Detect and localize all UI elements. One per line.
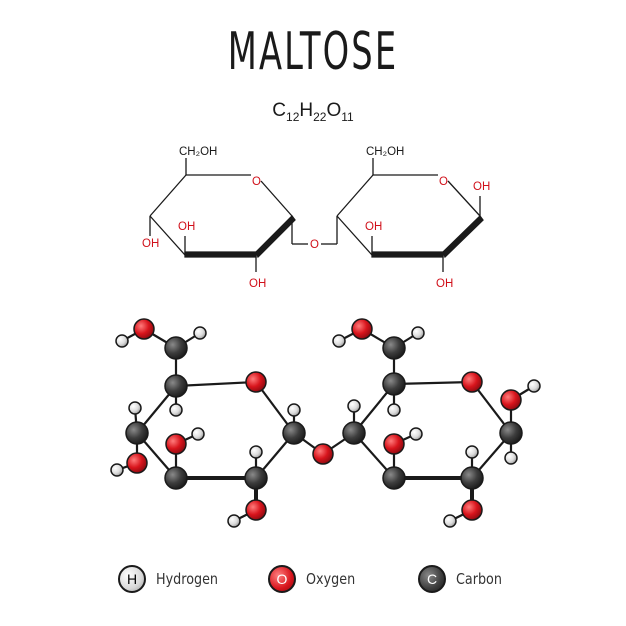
- bold-bond: [442, 215, 484, 259]
- hydrogen-atom: [332, 334, 346, 348]
- carbon-atom: [244, 466, 268, 490]
- oxygen-atom: [351, 318, 373, 340]
- legend-hydrogen: H Hydrogen: [118, 562, 229, 596]
- hydrogen-atom: [411, 326, 425, 340]
- ch2oh-label-right: CH₂OH: [366, 146, 404, 158]
- hydrogen-atom: [249, 445, 263, 459]
- oh-label: OH: [473, 181, 490, 193]
- ring-oxygen-right: O: [439, 176, 448, 188]
- oh-label: OH: [365, 221, 382, 233]
- legend-label-carbon: Carbon: [456, 570, 502, 588]
- carbon-atom: [164, 374, 188, 398]
- oxygen-atom: [461, 499, 483, 521]
- legend-oxygen: O Oxygen: [268, 562, 364, 596]
- hydrogen-atom: [347, 399, 361, 413]
- oh-label: OH: [249, 278, 266, 290]
- formula-h-count: 22: [313, 109, 327, 124]
- oxygen-atom: [461, 371, 483, 393]
- carbon-atom: [460, 466, 484, 490]
- oxygen-atom: [500, 389, 522, 411]
- oh-label: OH: [436, 278, 453, 290]
- bond: [336, 174, 374, 217]
- ch2oh-label-left: CH₂OH: [179, 146, 217, 158]
- bond: [447, 180, 481, 217]
- formula-o: O: [326, 100, 342, 121]
- carbon-atom: [164, 466, 188, 490]
- hydrogen-atom: [504, 451, 518, 465]
- carbon-atom: [499, 421, 523, 445]
- molecule-title: MALTOSE: [227, 22, 399, 82]
- legend-label-oxygen: Oxygen: [306, 570, 356, 588]
- hydrogen-atom: [193, 326, 207, 340]
- formula-c-count: 12: [286, 109, 300, 124]
- hydrogen-atom: [409, 427, 423, 441]
- hydrogen-atom: [287, 403, 301, 417]
- oxygen-atom: [245, 499, 267, 521]
- carbon-atom: [282, 421, 306, 445]
- hydrogen-atom: [128, 401, 142, 415]
- oh-label: OH: [178, 221, 195, 233]
- carbon-atom: [125, 421, 149, 445]
- hydrogen-atom: [527, 379, 541, 393]
- hydrogen-atom: [169, 403, 183, 417]
- oxygen-legend-icon: O: [268, 565, 296, 593]
- carbon-legend-icon: C: [418, 565, 446, 593]
- bond-stick: [393, 380, 473, 386]
- carbon-atom: [342, 421, 366, 445]
- bond-stick: [175, 380, 257, 388]
- hydrogen-atom: [387, 403, 401, 417]
- legend-carbon: C Carbon: [418, 562, 510, 596]
- oxygen-atom: [126, 452, 148, 474]
- bold-bond: [184, 251, 257, 258]
- oh-label: OH: [142, 238, 159, 250]
- oxygen-atom: [245, 371, 267, 393]
- hydrogen-atom: [443, 514, 457, 528]
- carbon-atom: [382, 372, 406, 396]
- bridge-oxygen: O: [310, 239, 319, 251]
- bond: [149, 215, 186, 256]
- bold-bond: [371, 251, 444, 258]
- bond: [336, 215, 373, 256]
- carbon-atom: [382, 466, 406, 490]
- molecular-formula: C12H22O11: [0, 100, 626, 124]
- carbon-atom: [382, 336, 406, 360]
- ball-stick-atoms: [110, 318, 541, 528]
- bold-bond: [255, 215, 296, 259]
- oxygen-atom: [383, 433, 405, 455]
- bond: [149, 174, 187, 217]
- hydrogen-atom: [115, 334, 129, 348]
- hydrogen-atom: [227, 514, 241, 528]
- legend-label-hydrogen: Hydrogen: [156, 570, 219, 588]
- carbon-atom: [164, 336, 188, 360]
- hydrogen-atom: [465, 445, 479, 459]
- hydrogen-atom: [191, 427, 205, 441]
- structural-formula: [149, 158, 484, 272]
- formula-o-count: 11: [341, 109, 354, 124]
- oxygen-atom: [133, 318, 155, 340]
- hydrogen-legend-icon: H: [118, 565, 146, 593]
- oxygen-atom: [312, 443, 334, 465]
- formula-h: H: [299, 100, 314, 121]
- formula-c: C: [272, 100, 287, 121]
- hydrogen-atom: [110, 463, 124, 477]
- bond: [260, 180, 293, 217]
- ring-oxygen-left: O: [252, 176, 261, 188]
- oxygen-atom: [165, 433, 187, 455]
